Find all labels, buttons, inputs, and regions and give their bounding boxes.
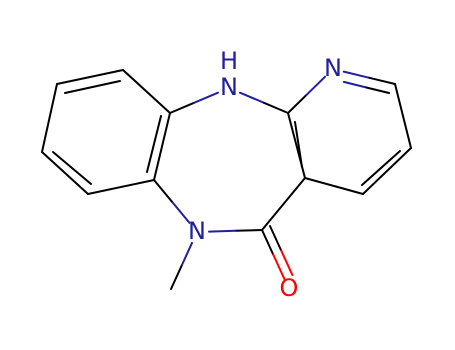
bond-3 bbox=[87, 179, 155, 195]
bond-0 bbox=[56, 69, 124, 85]
bond-20-a bbox=[342, 80, 368, 89]
bond-2 bbox=[41, 151, 89, 195]
bond-12 bbox=[261, 177, 306, 231]
bond-24-b bbox=[280, 249, 294, 276]
bond-13-b bbox=[208, 229, 237, 233]
n-methyl-label: N bbox=[188, 217, 206, 245]
bond-14-a bbox=[170, 200, 191, 224]
bond-19 bbox=[304, 177, 364, 195]
bond-20-b bbox=[365, 86, 390, 94]
bond-23-a bbox=[261, 229, 275, 256]
bond-9-a bbox=[169, 101, 195, 114]
bond-15-b bbox=[305, 75, 327, 96]
bond-5 bbox=[122, 69, 171, 114]
bond-8 bbox=[146, 115, 162, 173]
bond-21 bbox=[361, 150, 401, 186]
bond-16-b bbox=[368, 76, 396, 85]
bond-1 bbox=[41, 83, 58, 153]
bond-9-b bbox=[193, 91, 219, 104]
bond-16-a bbox=[342, 70, 371, 79]
bond-15-a bbox=[287, 93, 308, 114]
n-bridge-label: N bbox=[220, 73, 238, 101]
n-pyridine-label: N bbox=[324, 54, 342, 82]
bond-11 bbox=[287, 112, 306, 179]
o-carbonyl-label: O bbox=[280, 274, 299, 302]
bond-23-b bbox=[272, 253, 286, 280]
bond-10-b bbox=[263, 101, 289, 114]
bond-25-b bbox=[170, 265, 183, 290]
bond-13-a bbox=[234, 229, 263, 232]
bond-25-a bbox=[180, 241, 193, 267]
bond-24-a bbox=[269, 225, 283, 252]
bond-22 bbox=[294, 121, 303, 168]
bond-10-a bbox=[239, 91, 265, 104]
bond-layer bbox=[41, 69, 412, 290]
bond-18 bbox=[362, 147, 412, 195]
nh-hydrogen-label: H bbox=[220, 47, 238, 75]
bond-17 bbox=[394, 83, 412, 149]
bond-4 bbox=[153, 112, 171, 181]
bond-7 bbox=[52, 151, 92, 185]
bond-6 bbox=[64, 80, 121, 94]
bond-14-b bbox=[153, 179, 173, 203]
